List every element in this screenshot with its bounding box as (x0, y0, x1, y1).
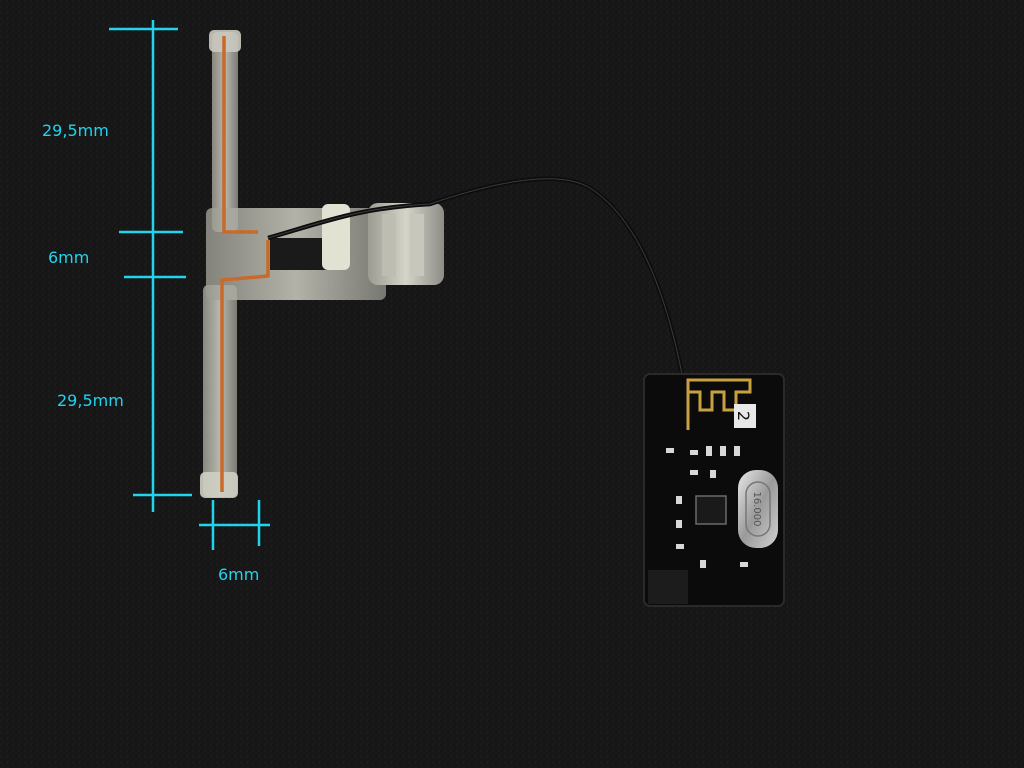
upper-arm-length-label: 29,5mm (42, 121, 109, 140)
copper-wire-lower (220, 240, 270, 492)
arm-width-label: 6mm (218, 565, 260, 584)
crystal-marking: 16.000 (751, 492, 762, 527)
pcb-marking: 2 (734, 411, 753, 421)
smd-components (666, 446, 748, 568)
connector-block (368, 203, 444, 285)
pin-header (648, 570, 688, 604)
pcb-marking-box (734, 404, 756, 428)
lower-arm-holder (203, 285, 237, 497)
lower-arm-length-label: 29,5mm (57, 391, 124, 410)
crystal-oscillator (738, 470, 778, 548)
copper-wire-upper (222, 36, 258, 234)
radio-module: 2 16.000 (643, 373, 785, 607)
pcb-trace-antenna (686, 378, 752, 412)
rf-chip (695, 495, 727, 525)
lower-arm-tip (200, 472, 238, 498)
dimension-lines (109, 20, 270, 550)
feed-gap-label: 6mm (48, 248, 90, 267)
center-frame-window (270, 238, 330, 270)
dipole-antenna (200, 30, 693, 498)
